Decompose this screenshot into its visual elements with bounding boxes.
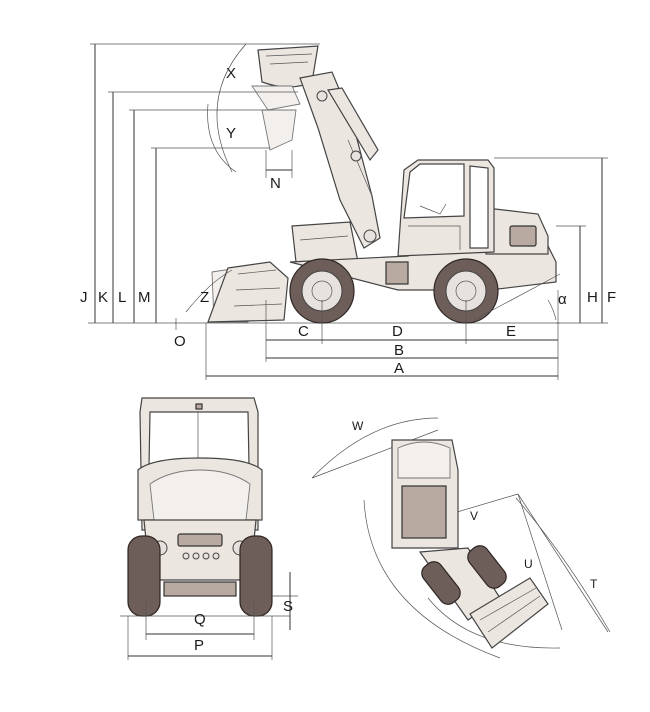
label-v: V bbox=[470, 509, 478, 523]
label-n: N bbox=[270, 175, 281, 192]
lowered-bucket bbox=[207, 221, 359, 323]
front-right-tire bbox=[239, 535, 273, 617]
label-k: K bbox=[98, 289, 108, 306]
label-o: O bbox=[174, 333, 186, 350]
label-t: T bbox=[590, 577, 598, 591]
label-e: E bbox=[506, 323, 516, 340]
height-dimension-lines bbox=[88, 43, 320, 324]
label-b: B bbox=[394, 342, 404, 359]
side-view: X Y Z N O J K L M C D E B A α H F bbox=[80, 43, 616, 380]
front-view: Q P S bbox=[120, 397, 298, 660]
label-u: U bbox=[524, 557, 533, 571]
label-a: A bbox=[394, 360, 404, 377]
front-left-tire bbox=[127, 535, 161, 617]
label-s: S bbox=[283, 598, 293, 615]
label-p: P bbox=[194, 637, 204, 654]
label-q: Q bbox=[194, 611, 206, 628]
turning-view: W V U T bbox=[311, 417, 611, 659]
height-dimension-right bbox=[473, 157, 608, 324]
label-d: D bbox=[392, 323, 403, 340]
arc-z bbox=[185, 269, 233, 313]
label-j: J bbox=[80, 289, 88, 306]
label-f: F bbox=[607, 289, 616, 306]
label-h: H bbox=[587, 289, 598, 306]
label-alpha: α bbox=[558, 291, 567, 308]
front-wheel bbox=[289, 258, 355, 324]
label-w: W bbox=[352, 419, 364, 433]
label-m: M bbox=[138, 289, 151, 306]
lift-arm bbox=[299, 71, 381, 249]
raised-bucket-dump bbox=[251, 85, 301, 151]
arc-y bbox=[207, 103, 237, 173]
arc-x bbox=[216, 43, 247, 173]
label-c: C bbox=[298, 323, 309, 340]
dimension-n bbox=[265, 150, 293, 178]
label-y: Y bbox=[226, 125, 236, 142]
label-z: Z bbox=[200, 289, 209, 306]
label-l: L bbox=[118, 289, 126, 306]
cab bbox=[397, 159, 495, 257]
label-x: X bbox=[226, 65, 236, 82]
length-dimension-lines bbox=[175, 290, 559, 380]
